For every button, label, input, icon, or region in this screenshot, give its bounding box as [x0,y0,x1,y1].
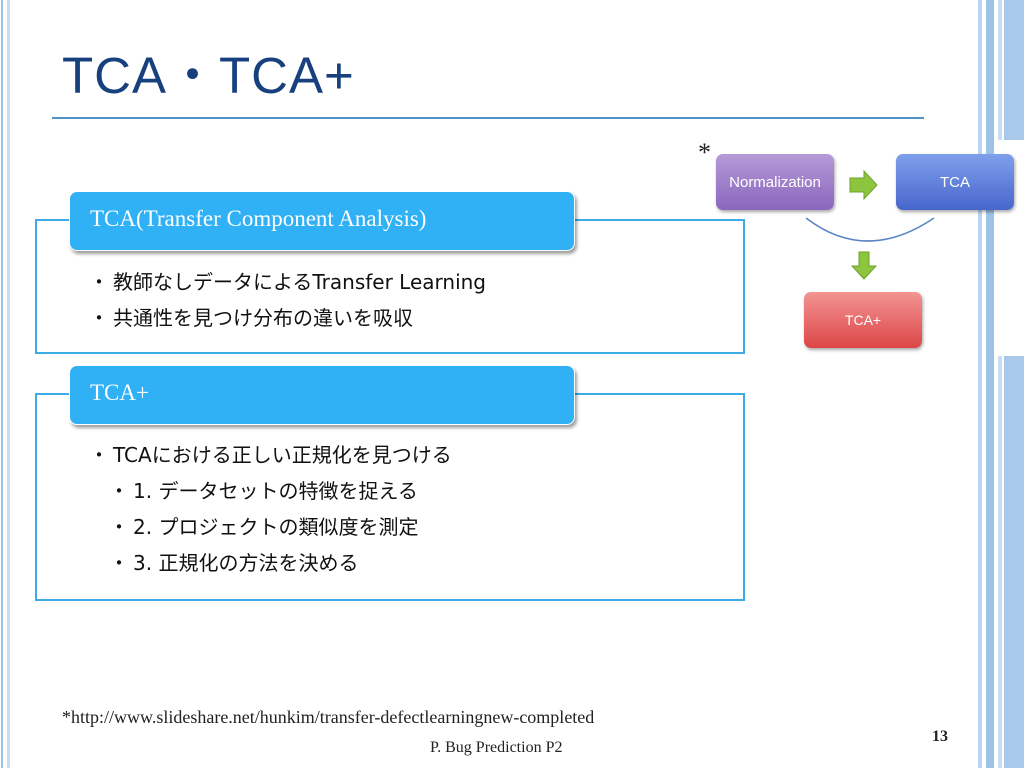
slide-footer: P. Bug Prediction P2 [430,739,563,756]
merge-curve [805,217,935,242]
right-arrow-icon [849,169,878,201]
list-item: ・教師なしデータによるTransfer Learning [83,264,486,300]
frame-line [1,0,3,768]
normalization-node: Normalization [716,154,834,210]
list-item: ・2. プロジェクトの類似度を測定 [83,509,452,545]
tca-plus-content-box: ・TCAにおける正しい正規化を見つける ・1. データセットの特徴を捉える ・2… [35,393,745,601]
bullet-marker: ・ [109,515,129,539]
bullet-text: 共通性を見つけ分布の違いを吸収 [113,306,413,330]
list-item: ・1. データセットの特徴を捉える [83,473,452,509]
footnote-marker: * [698,138,711,167]
bullet-marker: ・ [89,443,109,467]
tca-plus-bullet-list: ・TCAにおける正しい正規化を見つける ・1. データセットの特徴を捉える ・2… [83,437,452,581]
tca-node: TCA [896,154,1014,210]
frame-stripe [986,0,994,768]
bullet-marker: ・ [89,270,109,294]
bullet-marker: ・ [89,306,109,330]
tca-heading-box: TCA(Transfer Component Analysis) [69,191,575,251]
frame-stripe [1004,0,1024,140]
list-item: ・3. 正規化の方法を決める [83,545,452,581]
page-number: 13 [932,728,948,745]
node-label: TCA+ [844,312,882,328]
tca-plus-heading-box: TCA+ [69,365,575,425]
frame-stripe [998,356,1002,768]
list-item: ・TCAにおける正しい正規化を見つける [83,437,452,473]
frame-line [7,0,10,768]
tca-bullet-list: ・教師なしデータによるTransfer Learning ・共通性を見つけ分布の… [83,264,486,336]
title-underline [52,117,924,119]
tca-plus-heading: TCA+ [90,380,149,405]
tca-heading: TCA(Transfer Component Analysis) [90,206,427,231]
sub-bullet-text: 3. 正規化の方法を決める [133,551,359,575]
source-footnote: *http://www.slideshare.net/hunkim/transf… [62,707,595,727]
slide-frame-left [0,0,12,768]
sub-bullet-text: 2. プロジェクトの類似度を測定 [133,515,419,539]
slide-title: TCA・TCA+ [62,47,355,104]
bullet-text: TCAにおける正しい正規化を見つける [113,443,452,467]
list-item: ・共通性を見つけ分布の違いを吸収 [83,300,486,336]
slide-frame-right [974,0,1024,768]
bullet-marker: ・ [109,551,129,575]
node-label: Normalization [729,173,821,191]
sub-bullet-text: 1. データセットの特徴を捉える [133,479,418,503]
bullet-marker: ・ [109,479,129,503]
frame-stripe [998,0,1002,140]
diagram-connectors [805,169,935,280]
frame-stripe [1004,356,1024,768]
frame-stripe [978,0,982,768]
down-arrow-icon [850,251,878,280]
tca-plus-node: TCA+ [804,292,922,348]
node-label: TCA [940,173,970,191]
tca-flow-diagram: * Normalization TCA TCA+ [690,138,1020,358]
bullet-text: 教師なしデータによるTransfer Learning [113,270,487,294]
